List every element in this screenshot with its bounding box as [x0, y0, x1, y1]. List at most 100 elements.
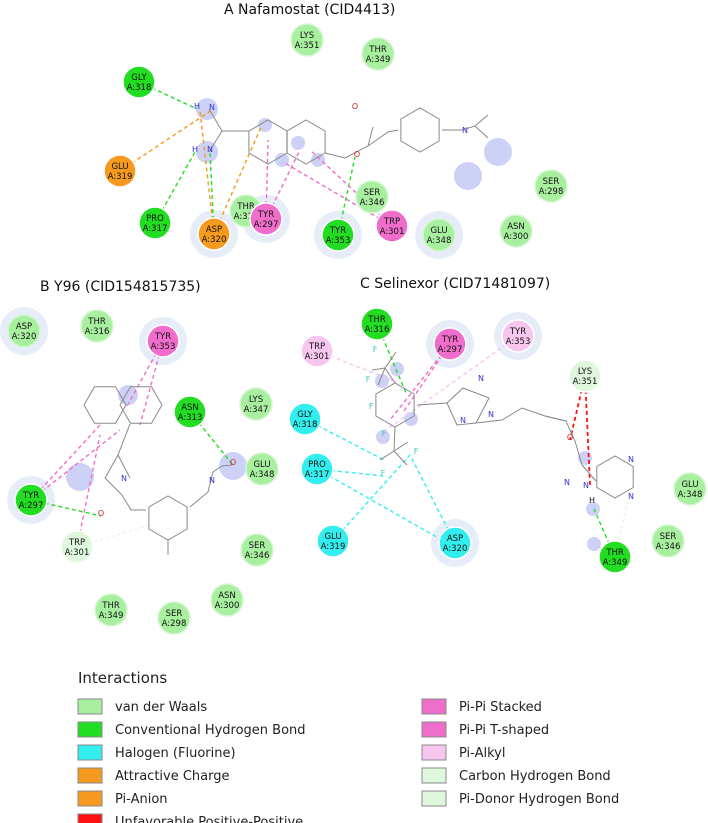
residue-disc [300, 452, 334, 486]
interaction-line [213, 124, 263, 235]
residue-number: A:349 [366, 55, 391, 65]
atom-label: H [589, 496, 595, 505]
interaction-line [189, 411, 234, 466]
residue-number: A:300 [504, 232, 529, 242]
atom-halo [291, 136, 305, 150]
residue-disc [197, 217, 231, 251]
interaction-line [265, 149, 301, 220]
legend-label: Pi-Alkyl [459, 746, 505, 761]
ligand-ring [83, 386, 127, 424]
residue-number: A:348 [678, 490, 703, 500]
ligand-bond [581, 464, 597, 482]
legend-label: Pi-Pi T-shaped [459, 723, 549, 738]
residue-disc [499, 214, 533, 248]
residue-number: A:316 [234, 212, 259, 222]
residue-number: A:347 [244, 405, 269, 415]
residue-name: TYR [509, 327, 526, 337]
atom-halo [311, 153, 325, 167]
residue-disc [375, 209, 409, 243]
atom-label: N [121, 474, 127, 483]
atom-halo [454, 162, 482, 190]
ligand-ring [596, 455, 634, 499]
residue-number: A:316 [365, 325, 390, 335]
interaction-lines [30, 81, 629, 558]
residue-number: A:353 [506, 337, 531, 347]
atom-label: N [564, 478, 570, 487]
panel-a-title: A Nafamostat (CID4413) [224, 2, 395, 18]
legend-label: Carbon Hydrogen Bond [459, 769, 611, 784]
atom-halo [66, 463, 94, 491]
residue-number: A:346 [360, 198, 385, 208]
atom-halo [376, 430, 390, 444]
residue-name: SER [249, 541, 266, 551]
atom-halo [258, 118, 272, 132]
interaction-line [76, 434, 101, 548]
ligand-bond [117, 454, 131, 479]
residue-name: THR [87, 317, 106, 327]
residue-disc [534, 169, 568, 203]
legend-item: Pi-Pi T-shaped [421, 721, 549, 738]
residue-number: A:297 [438, 345, 463, 355]
legend-swatch [77, 813, 103, 823]
residue-name: SER [364, 188, 381, 198]
atom-label: O [98, 509, 104, 518]
atom-halo [586, 502, 600, 516]
legend-label: Pi-Pi Stacked [459, 700, 542, 715]
residue-name: GLY [297, 410, 313, 420]
atom-halo [275, 153, 289, 167]
atom-label: F [369, 402, 374, 411]
atom-halo [404, 412, 418, 426]
residue-name: THR [368, 45, 387, 55]
residue-number: A:298 [539, 187, 564, 197]
legend-item: Attractive Charge [77, 767, 230, 784]
atom-label: N [209, 103, 215, 112]
residue-name: TYR [329, 226, 346, 236]
legend-swatch [77, 790, 103, 807]
atom-label: F [414, 447, 419, 456]
residue-number: A:346 [245, 551, 270, 561]
residue-disc [290, 23, 324, 57]
residue-number: A:349 [99, 611, 124, 621]
legend-swatch [421, 744, 447, 761]
atom-label: N [628, 492, 634, 501]
ligand-ring [119, 386, 163, 424]
legend-item: Halogen (Fluorine) [77, 744, 236, 761]
residue-name: ASN [218, 591, 236, 601]
ligand-bond [367, 126, 374, 147]
residue-disc [122, 65, 156, 99]
residue-disc [80, 309, 114, 343]
ligand-bond [104, 423, 146, 511]
legend-swatch [77, 721, 103, 738]
residue-number: A:319 [108, 172, 133, 182]
residue-disc [360, 307, 394, 341]
residue-number: A:318 [127, 83, 152, 93]
residue-number: A:317 [143, 224, 168, 234]
residue-disc [598, 540, 632, 574]
atom-label: N [628, 455, 634, 464]
residue-number: A:316 [85, 327, 110, 337]
atom-label: O [567, 433, 573, 442]
ligand-bond [377, 367, 386, 386]
residue-number: A:348 [427, 236, 452, 246]
residue-number: A:300 [215, 601, 240, 611]
residue-name: TYR [22, 491, 39, 501]
ligand-bond [189, 464, 233, 508]
residue-disc [651, 524, 685, 558]
legend-label: Halogen (Fluorine) [115, 746, 236, 761]
legend-item: van der Waals [77, 698, 207, 715]
